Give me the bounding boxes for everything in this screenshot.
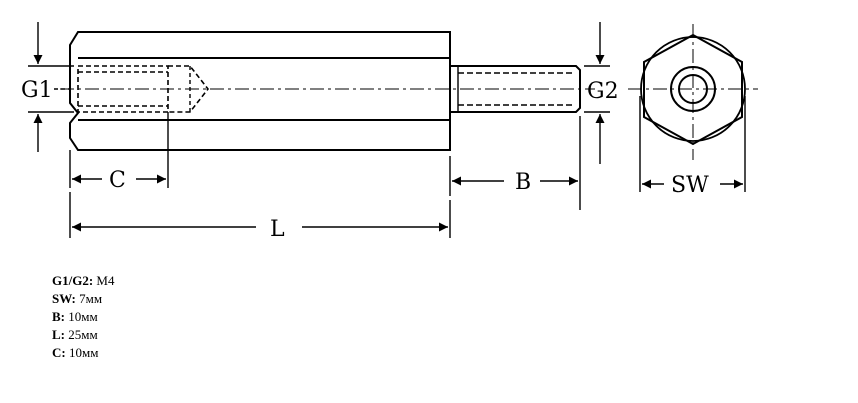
spec-row-thread: G1/G2: M4 xyxy=(52,272,114,290)
spec-key: SW: xyxy=(52,291,76,306)
g2-dimension xyxy=(584,22,610,164)
spec-key: L: xyxy=(52,327,65,342)
spec-list: G1/G2: M4 SW: 7мм B: 10мм L: 25мм C: 10м… xyxy=(52,272,114,362)
spec-key: B: xyxy=(52,309,65,324)
centerlines xyxy=(60,24,758,160)
threaded-stud xyxy=(449,65,581,113)
spec-row-l: L: 25мм xyxy=(52,326,114,344)
c-label: C xyxy=(109,168,126,193)
sw-dimension xyxy=(639,96,746,192)
spec-value: 10мм xyxy=(68,345,99,360)
b-label: B xyxy=(515,170,531,195)
spec-row-sw: SW: 7мм xyxy=(52,290,114,308)
standoff-drawing: G1 G2 C B L xyxy=(21,22,758,242)
g2-label: G2 xyxy=(587,79,619,104)
spec-value: 10мм xyxy=(68,309,98,324)
hex-body xyxy=(69,31,451,151)
spec-value: 25мм xyxy=(68,327,98,342)
spec-value: 7мм xyxy=(79,291,103,306)
l-label: L xyxy=(270,217,285,242)
g1-dimension xyxy=(28,22,74,152)
spec-row-b: B: 10мм xyxy=(52,308,114,326)
sw-label: SW xyxy=(671,173,709,198)
spec-value: M4 xyxy=(96,273,115,288)
spec-key: G1/G2: xyxy=(52,273,94,288)
hex-end-view xyxy=(640,33,746,146)
l-dimension xyxy=(69,192,451,238)
b-dimension xyxy=(449,116,581,210)
c-dimension xyxy=(69,112,169,188)
g1-label: G1 xyxy=(21,78,53,103)
spec-key: C: xyxy=(52,345,66,360)
spec-row-c: C: 10мм xyxy=(52,344,114,362)
